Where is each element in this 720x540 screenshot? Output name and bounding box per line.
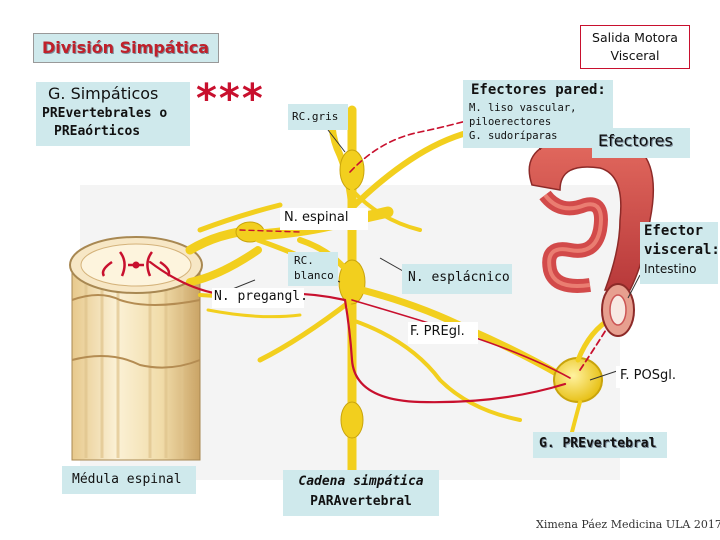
- n-pregangl-box: N. pregangl.: [212, 288, 308, 308]
- nerve-paths: [185, 105, 615, 505]
- spinal-cord: [69, 236, 203, 461]
- rc-blanco-line2: blanco: [294, 269, 334, 282]
- efectores-pared-line2: piloerectores: [469, 116, 552, 128]
- f-posgl-label: F. POSgl.: [620, 368, 676, 383]
- efectores-text: Efectores: [598, 131, 673, 150]
- efectores-box: Efectores: [592, 128, 690, 158]
- credit-text: Ximena Páez Medicina ULA 2017: [536, 518, 720, 531]
- rc-blanco-line1: RC.: [294, 254, 314, 267]
- efector-visceral-box: Efector visceral: Intestino: [640, 222, 720, 284]
- cadena-box: Cadena simpática PARAvertebral: [283, 470, 439, 516]
- efector-visceral-line2: visceral:: [644, 242, 720, 258]
- n-esplacnico-box: N. esplácnico: [402, 264, 512, 294]
- medula-label: Médula espinal: [72, 472, 182, 487]
- n-esplacnico-label: N. esplácnico: [408, 270, 510, 285]
- ganglia-line3: PREaórticos: [54, 124, 141, 139]
- g-prevertebral-label: G. PREvertebral: [539, 436, 657, 451]
- medula-box: Médula espinal: [62, 466, 196, 494]
- f-posgl-box: F. POSgl.: [616, 366, 688, 388]
- salida-line2: Visceral: [610, 48, 660, 63]
- rc-gris-box: RC.gris: [288, 104, 348, 130]
- efectores-pared-line3: G. sudoríparas: [469, 130, 558, 142]
- f-pregl-box: F. PREgl.: [408, 322, 478, 344]
- asterisks: ***: [196, 76, 265, 122]
- efectores-pared-box: Efectores pared: M. liso vascular, piloe…: [463, 80, 613, 148]
- title-text: División Simpática: [42, 38, 209, 57]
- cadena-line1: Cadena simpática: [298, 474, 424, 489]
- title-box: División Simpática: [33, 33, 219, 63]
- salida-line1: Salida Motora: [592, 30, 678, 45]
- n-pregangl-label: N. pregangl.: [214, 289, 308, 304]
- ganglia-line1: G. Simpáticos: [48, 84, 159, 103]
- cadena-line2: PARAvertebral: [310, 494, 412, 509]
- salida-motora-box: Salida Motora Visceral: [580, 25, 690, 69]
- efector-visceral-line1: Efector: [644, 223, 704, 239]
- efectores-pared-line1: M. liso vascular,: [469, 102, 577, 114]
- ganglia-box: G. Simpáticos PREvertebrales o PREaórtic…: [36, 82, 190, 146]
- f-pregl-label: F. PREgl.: [410, 324, 465, 339]
- n-espinal-label: N. espinal: [284, 210, 349, 225]
- ganglia-line2: PREvertebrales o: [42, 106, 168, 121]
- efectores-pared-heading: Efectores pared:: [471, 82, 606, 98]
- rc-gris-label: RC.gris: [292, 110, 339, 123]
- efector-visceral-line3: Intestino: [644, 262, 697, 276]
- g-prevertebral-box: G. PREvertebral: [533, 432, 667, 458]
- n-espinal-box: N. espinal: [280, 208, 368, 230]
- rc-blanco-box: RC. blanco: [288, 252, 338, 286]
